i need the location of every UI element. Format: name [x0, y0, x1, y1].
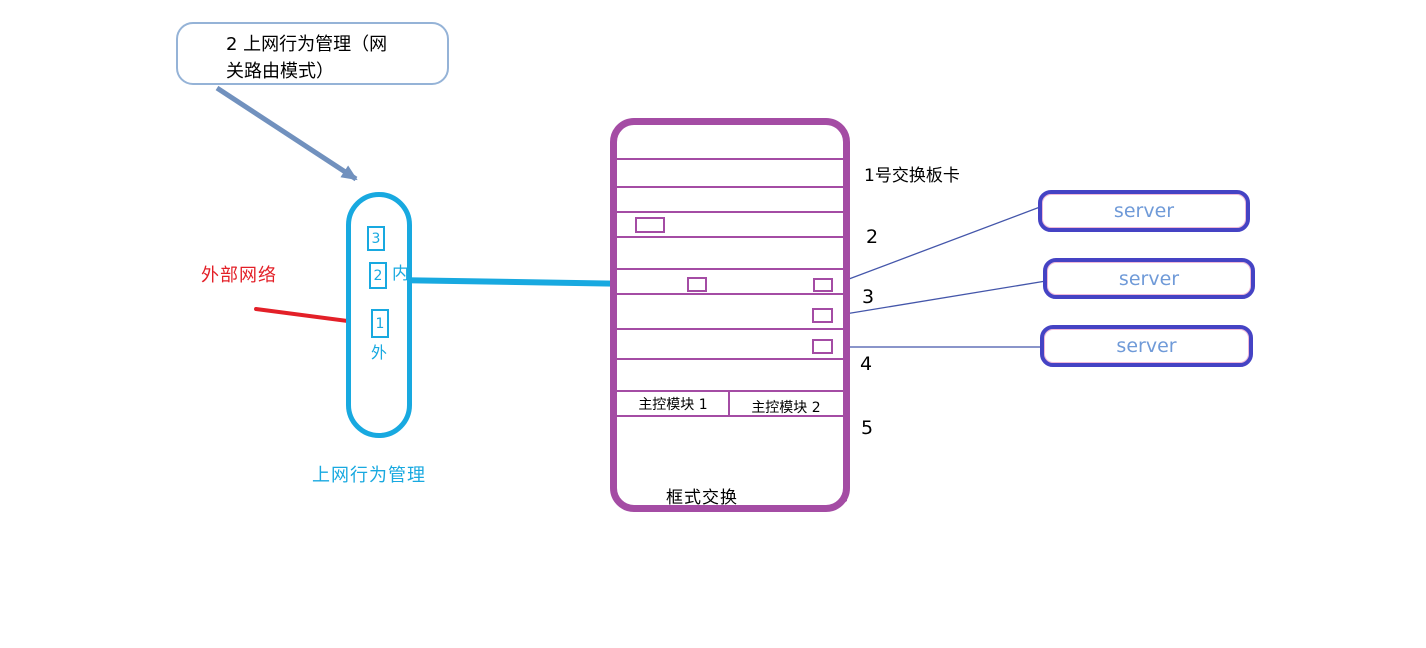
chassis-switch	[610, 118, 850, 512]
callout-line-2: 关路由模式）	[226, 61, 334, 82]
callout-bubble	[176, 22, 449, 85]
chassis-caption: 框式交换	[666, 488, 738, 508]
slot-number-4: 4	[860, 353, 873, 375]
slot-line	[617, 293, 843, 295]
gateway-port-1-label: 1	[375, 315, 385, 332]
slot-number-3: 3	[862, 286, 875, 308]
gateway-port-3: 3	[367, 226, 385, 251]
slot-number-5: 5	[861, 417, 874, 439]
chassis-server-port-box-2	[812, 308, 833, 323]
slot-line	[617, 390, 843, 392]
slot-line	[617, 211, 843, 213]
gateway-port-1: 1	[371, 309, 389, 338]
gateway-port-2: 2	[369, 262, 387, 289]
inner-port-label: 内	[392, 264, 409, 284]
external-network-label: 外部网络	[201, 265, 277, 286]
chassis-uplink-port-box	[687, 277, 707, 292]
server-node-2: server	[1043, 258, 1255, 299]
server-3-label: server	[1116, 335, 1177, 357]
slot-line	[617, 328, 843, 330]
slot-line	[617, 358, 843, 360]
gateway-port-2-label: 2	[373, 267, 383, 284]
chassis-port-box	[635, 217, 665, 233]
server-node-3: server	[1040, 325, 1253, 367]
callout-text: 2 上网行为管理（网 关路由模式）	[226, 31, 441, 85]
callout-line-1: 2 上网行为管理（网	[226, 34, 388, 55]
slot-line	[617, 268, 843, 270]
server-2-label: server	[1118, 267, 1180, 290]
slot-line	[617, 186, 843, 188]
slot-number-2: 2	[866, 226, 879, 248]
server-1-label: server	[1113, 200, 1175, 222]
gateway-caption: 上网行为管理	[312, 465, 426, 486]
server-connector-line-1	[832, 206, 1041, 286]
chassis-server-port-box-1	[813, 278, 833, 292]
slot-line	[617, 415, 843, 417]
gateway-port-3-label: 3	[371, 230, 381, 247]
slot-line	[617, 158, 843, 160]
slot-line	[617, 236, 843, 238]
server-node-1: server	[1038, 190, 1250, 232]
chassis-server-port-box-3	[812, 339, 833, 354]
control-module-divider	[728, 391, 730, 416]
slot1-label: 1号交换板卡	[864, 166, 960, 186]
outer-port-label: 外	[371, 343, 388, 362]
control-module-2-label: 主控模块 2	[751, 400, 821, 416]
control-module-1-label: 主控模块 1	[638, 397, 708, 413]
callout-arrow	[215, 85, 358, 182]
